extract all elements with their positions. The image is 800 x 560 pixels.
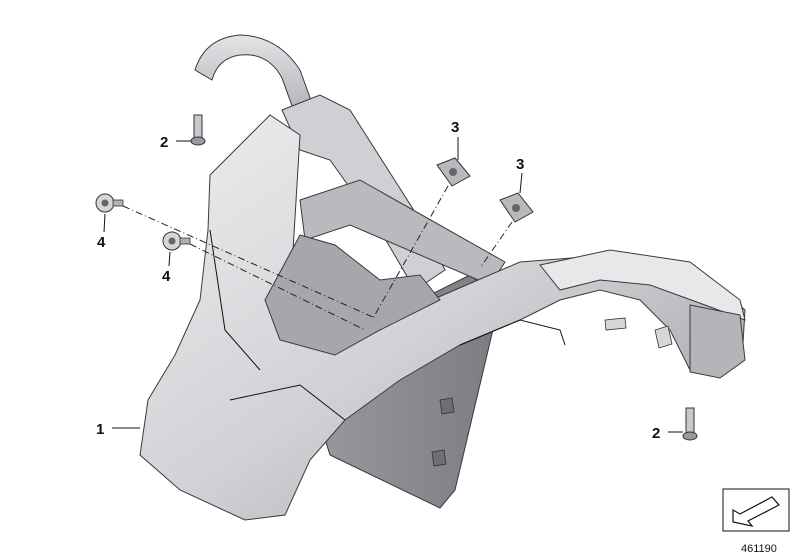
assembly-line-nut-right — [479, 221, 513, 269]
leader-4-upper — [103, 213, 106, 233]
leader-3-right — [519, 172, 523, 194]
assembly-line-bolt-upper — [122, 205, 376, 319]
bolt-4-lower — [162, 231, 191, 251]
fold-line-2 — [229, 384, 346, 421]
callout-4-upper: 4 — [97, 234, 106, 251]
instrument-panel-cover — [139, 34, 746, 521]
document-number: 461190 — [741, 543, 777, 555]
clip-1 — [439, 397, 455, 415]
clip-3 — [604, 317, 627, 331]
fold-line-1 — [209, 229, 261, 371]
bolt-4-upper — [95, 193, 124, 213]
leader-4-lower — [168, 251, 171, 267]
view-direction-symbol — [722, 488, 790, 532]
callout-2-left: 2 — [160, 134, 168, 151]
callout-4-lower: 4 — [162, 268, 171, 285]
assembly-line-bolt-lower — [189, 243, 366, 331]
fold-line-3 — [459, 319, 566, 346]
right-arm-end — [689, 304, 746, 379]
callout-2-right: 2 — [652, 425, 660, 442]
callout-3-right: 3 — [516, 156, 524, 173]
screw-2-left — [190, 114, 206, 146]
callout-1: 1 — [96, 421, 104, 438]
view-direction-arrow-icon — [732, 496, 780, 527]
callout-3-left: 3 — [451, 119, 459, 136]
center-opening — [264, 234, 441, 356]
speed-nut-3-right — [499, 192, 534, 223]
speed-nut-3-left — [436, 157, 471, 187]
assembly-line-nut-left — [371, 185, 449, 321]
screw-2-right — [682, 407, 698, 441]
clip-2 — [431, 449, 447, 467]
clip-4 — [654, 325, 673, 349]
